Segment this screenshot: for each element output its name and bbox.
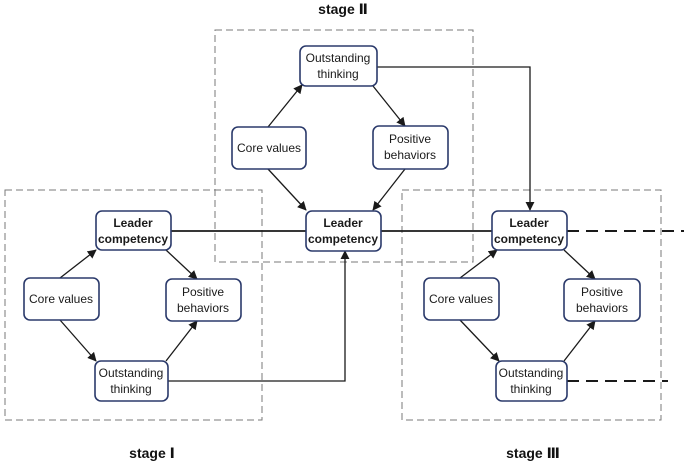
s3-leader-competency-node: Leader competency xyxy=(491,210,568,251)
svg-text:Outstanding: Outstanding xyxy=(499,366,564,380)
stage-2-frame xyxy=(214,29,474,263)
stage-3-label: stage Ⅲ xyxy=(506,445,560,461)
s3-positive-behaviors-node: Positive behaviors xyxy=(563,278,641,322)
svg-text:Positive: Positive xyxy=(182,285,224,299)
stage-1-label: stage Ⅰ xyxy=(129,445,175,461)
s3-outstanding-thinking-node: Outstanding thinking xyxy=(495,360,568,402)
s1-positive-behaviors-node: Positive behaviors xyxy=(165,278,242,322)
svg-text:Leader: Leader xyxy=(323,216,363,230)
s3-leader-to-positive-arrow xyxy=(563,249,596,280)
s1-leader-competency-node: Leader competency xyxy=(95,210,172,251)
svg-text:thinking: thinking xyxy=(317,67,358,81)
s1-core-values-node: Core values xyxy=(23,277,100,321)
svg-text:Positive: Positive xyxy=(581,285,623,299)
s1-outstanding-thinking-node: Outstanding thinking xyxy=(94,360,169,402)
stage-3-frame xyxy=(401,189,662,421)
svg-text:Outstanding: Outstanding xyxy=(306,51,371,65)
s3-core-to-outstanding-arrow xyxy=(459,319,500,362)
s1-outstanding-to-positive-arrow xyxy=(165,320,198,362)
s3-core-values-node: Core values xyxy=(423,277,500,321)
s3-outstanding-to-positive-arrow xyxy=(563,320,596,362)
svg-text:competency: competency xyxy=(98,232,168,246)
svg-text:Positive: Positive xyxy=(389,132,431,146)
svg-text:behaviors: behaviors xyxy=(177,301,229,315)
s1-leader-to-positive-arrow xyxy=(165,249,198,280)
svg-text:competency: competency xyxy=(308,232,378,246)
stage-2-label: stage Ⅱ xyxy=(318,1,368,17)
outstanding2-to-leader3-arrow xyxy=(377,66,535,211)
s2-leader-competency-node: Leader competency xyxy=(305,210,382,252)
s2-outstanding-to-positive-arrow xyxy=(372,85,406,127)
s2-core-to-leader-arrow xyxy=(267,168,307,211)
s2-core-to-outstanding-arrow xyxy=(267,84,303,128)
s1-core-to-leader-arrow xyxy=(59,249,97,279)
svg-text:behaviors: behaviors xyxy=(384,148,436,162)
s1-core-to-outstanding-arrow xyxy=(59,319,97,362)
svg-text:Leader: Leader xyxy=(509,216,549,230)
s2-positive-to-leader-arrow xyxy=(372,168,406,211)
outstanding1-to-leader2-arrow xyxy=(168,250,350,382)
s3-core-to-leader-arrow xyxy=(459,249,498,279)
svg-text:behaviors: behaviors xyxy=(576,301,628,315)
svg-text:thinking: thinking xyxy=(510,382,551,396)
s2-core-values-node: Core values xyxy=(231,126,307,170)
svg-text:competency: competency xyxy=(494,232,564,246)
stage-1-frame xyxy=(4,189,263,421)
svg-text:Leader: Leader xyxy=(113,216,153,230)
s2-outstanding-thinking-node: Outstanding thinking xyxy=(299,45,378,87)
svg-text:thinking: thinking xyxy=(110,382,151,396)
svg-text:Core values: Core values xyxy=(29,292,93,306)
svg-text:Outstanding: Outstanding xyxy=(99,366,164,380)
s2-positive-behaviors-node: Positive behaviors xyxy=(372,125,449,170)
svg-text:Core values: Core values xyxy=(237,141,301,155)
svg-text:Core values: Core values xyxy=(429,292,493,306)
